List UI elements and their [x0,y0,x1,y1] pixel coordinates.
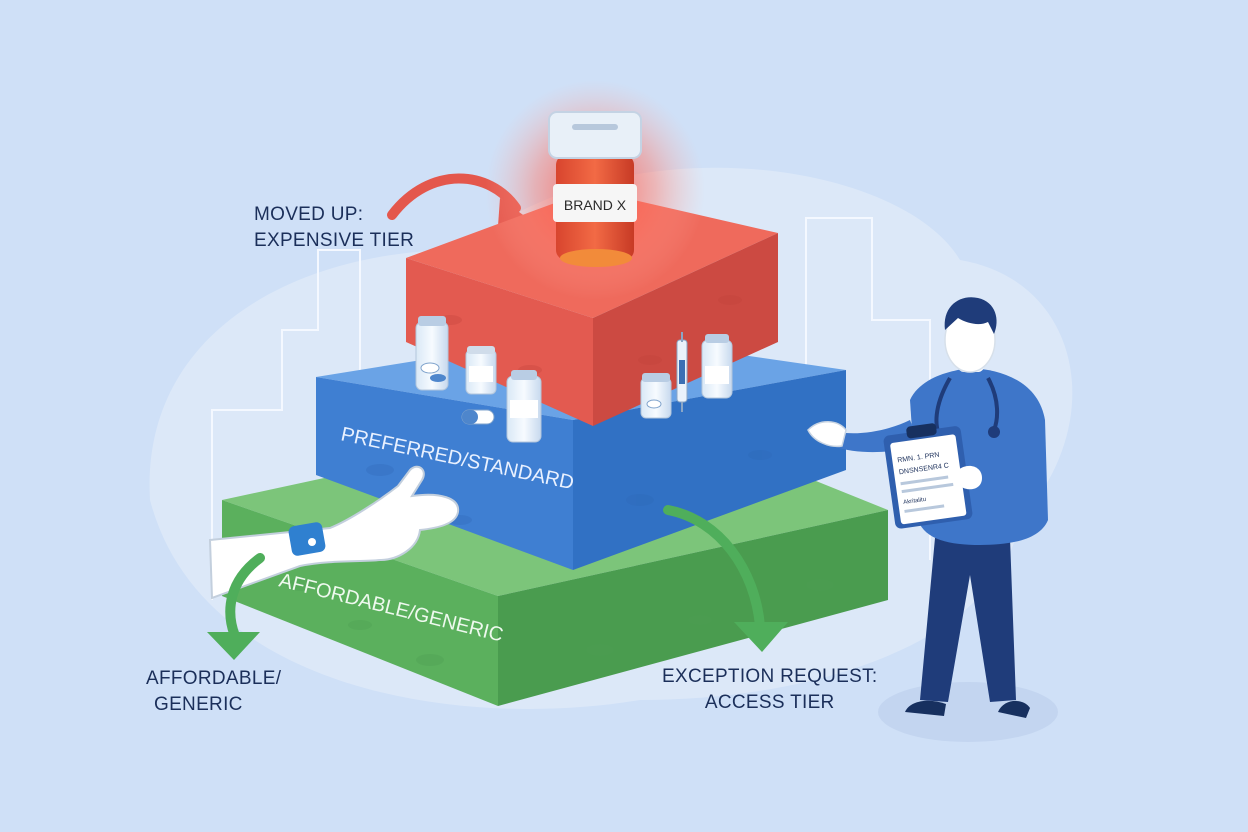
background-bar-chart [211,217,931,600]
vial-icon [640,373,672,419]
affordable-callout-line1: AFFORDABLE/ [146,668,282,689]
vial-icon [506,370,542,443]
moved-up-callout: MOVED UP: EXPENSIVE TIER [254,202,414,254]
affordable-callout-line2: GENERIC [154,694,243,715]
brand-x-label: BRAND X [564,197,627,213]
moved-up-callout-line2: EXPENSIVE TIER [254,230,415,251]
exception-callout: EXCEPTION REQUEST: ACCESS TIER [662,664,878,716]
clinician-figure: RMN. 1. PRN DNSNSENR4 C Akritalitu [807,297,1058,742]
vial-icon [701,334,733,399]
exception-arrow [663,505,765,631]
affordable-arrowhead [207,632,260,660]
exception-arrowhead [734,622,788,652]
exception-callout-line1: EXCEPTION REQUEST: [662,666,878,687]
exception-callout-line2: ACCESS TIER [704,692,835,713]
syringe-icon [676,332,688,412]
patient-hand [208,465,460,600]
moved-up-callout-line1: MOVED UP: [254,204,364,225]
clipboard-icon: RMN. 1. PRN DNSNSENR4 C Akritalitu [883,423,973,529]
vial-icon [465,346,497,395]
pill-bottle-icon: BRAND X [548,111,642,267]
affordable-arrow [225,553,265,641]
vial-icon [415,316,449,391]
affordable-callout: AFFORDABLE/ GENERIC [146,666,281,718]
clipboard-line-3: Akritalitu [903,497,927,506]
capsule-icon [461,409,495,425]
